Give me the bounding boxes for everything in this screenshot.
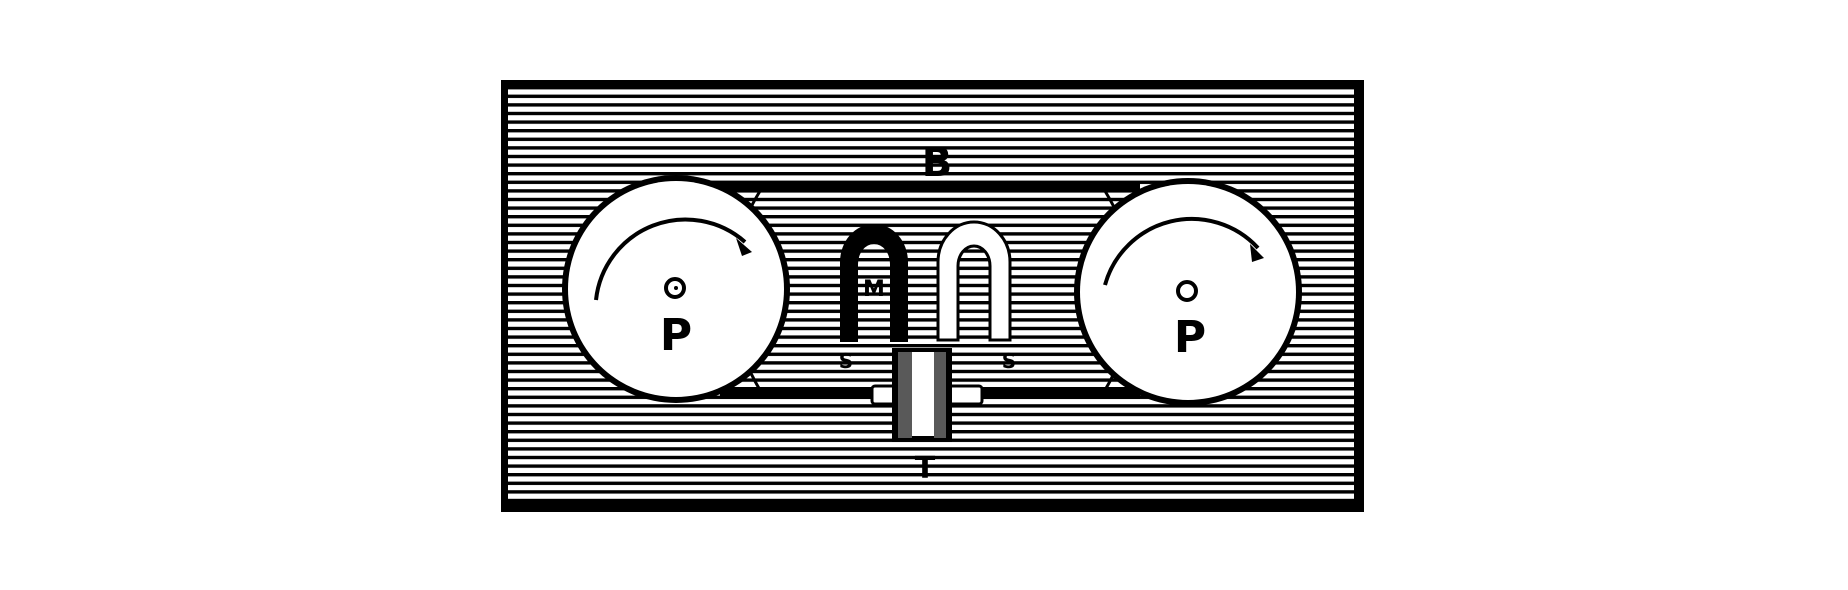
arrowhead-right-icon [1250,244,1264,262]
axle-left-icon [664,277,686,299]
pulley-right: P [1074,178,1302,406]
belt-label: B [922,140,953,186]
pulley-right-label: P [1174,312,1206,363]
magnet-label: M [863,277,885,302]
pulley-left: P [562,175,790,403]
pulley-left-label: P [660,310,692,361]
belt-top-line [720,182,1140,191]
magnet-white: S [936,220,1016,373]
roller-t [892,348,952,442]
axle-right-icon [1176,280,1198,302]
rotation-arrow-right-icon [1103,216,1260,286]
pole-left-label: S [839,349,853,373]
roller-label: T [915,451,936,486]
magnet-black: M S [839,224,908,373]
pole-right-label: S [1002,349,1016,373]
arrowhead-left-icon [736,238,752,256]
rotation-arrow-left-icon [594,217,747,301]
